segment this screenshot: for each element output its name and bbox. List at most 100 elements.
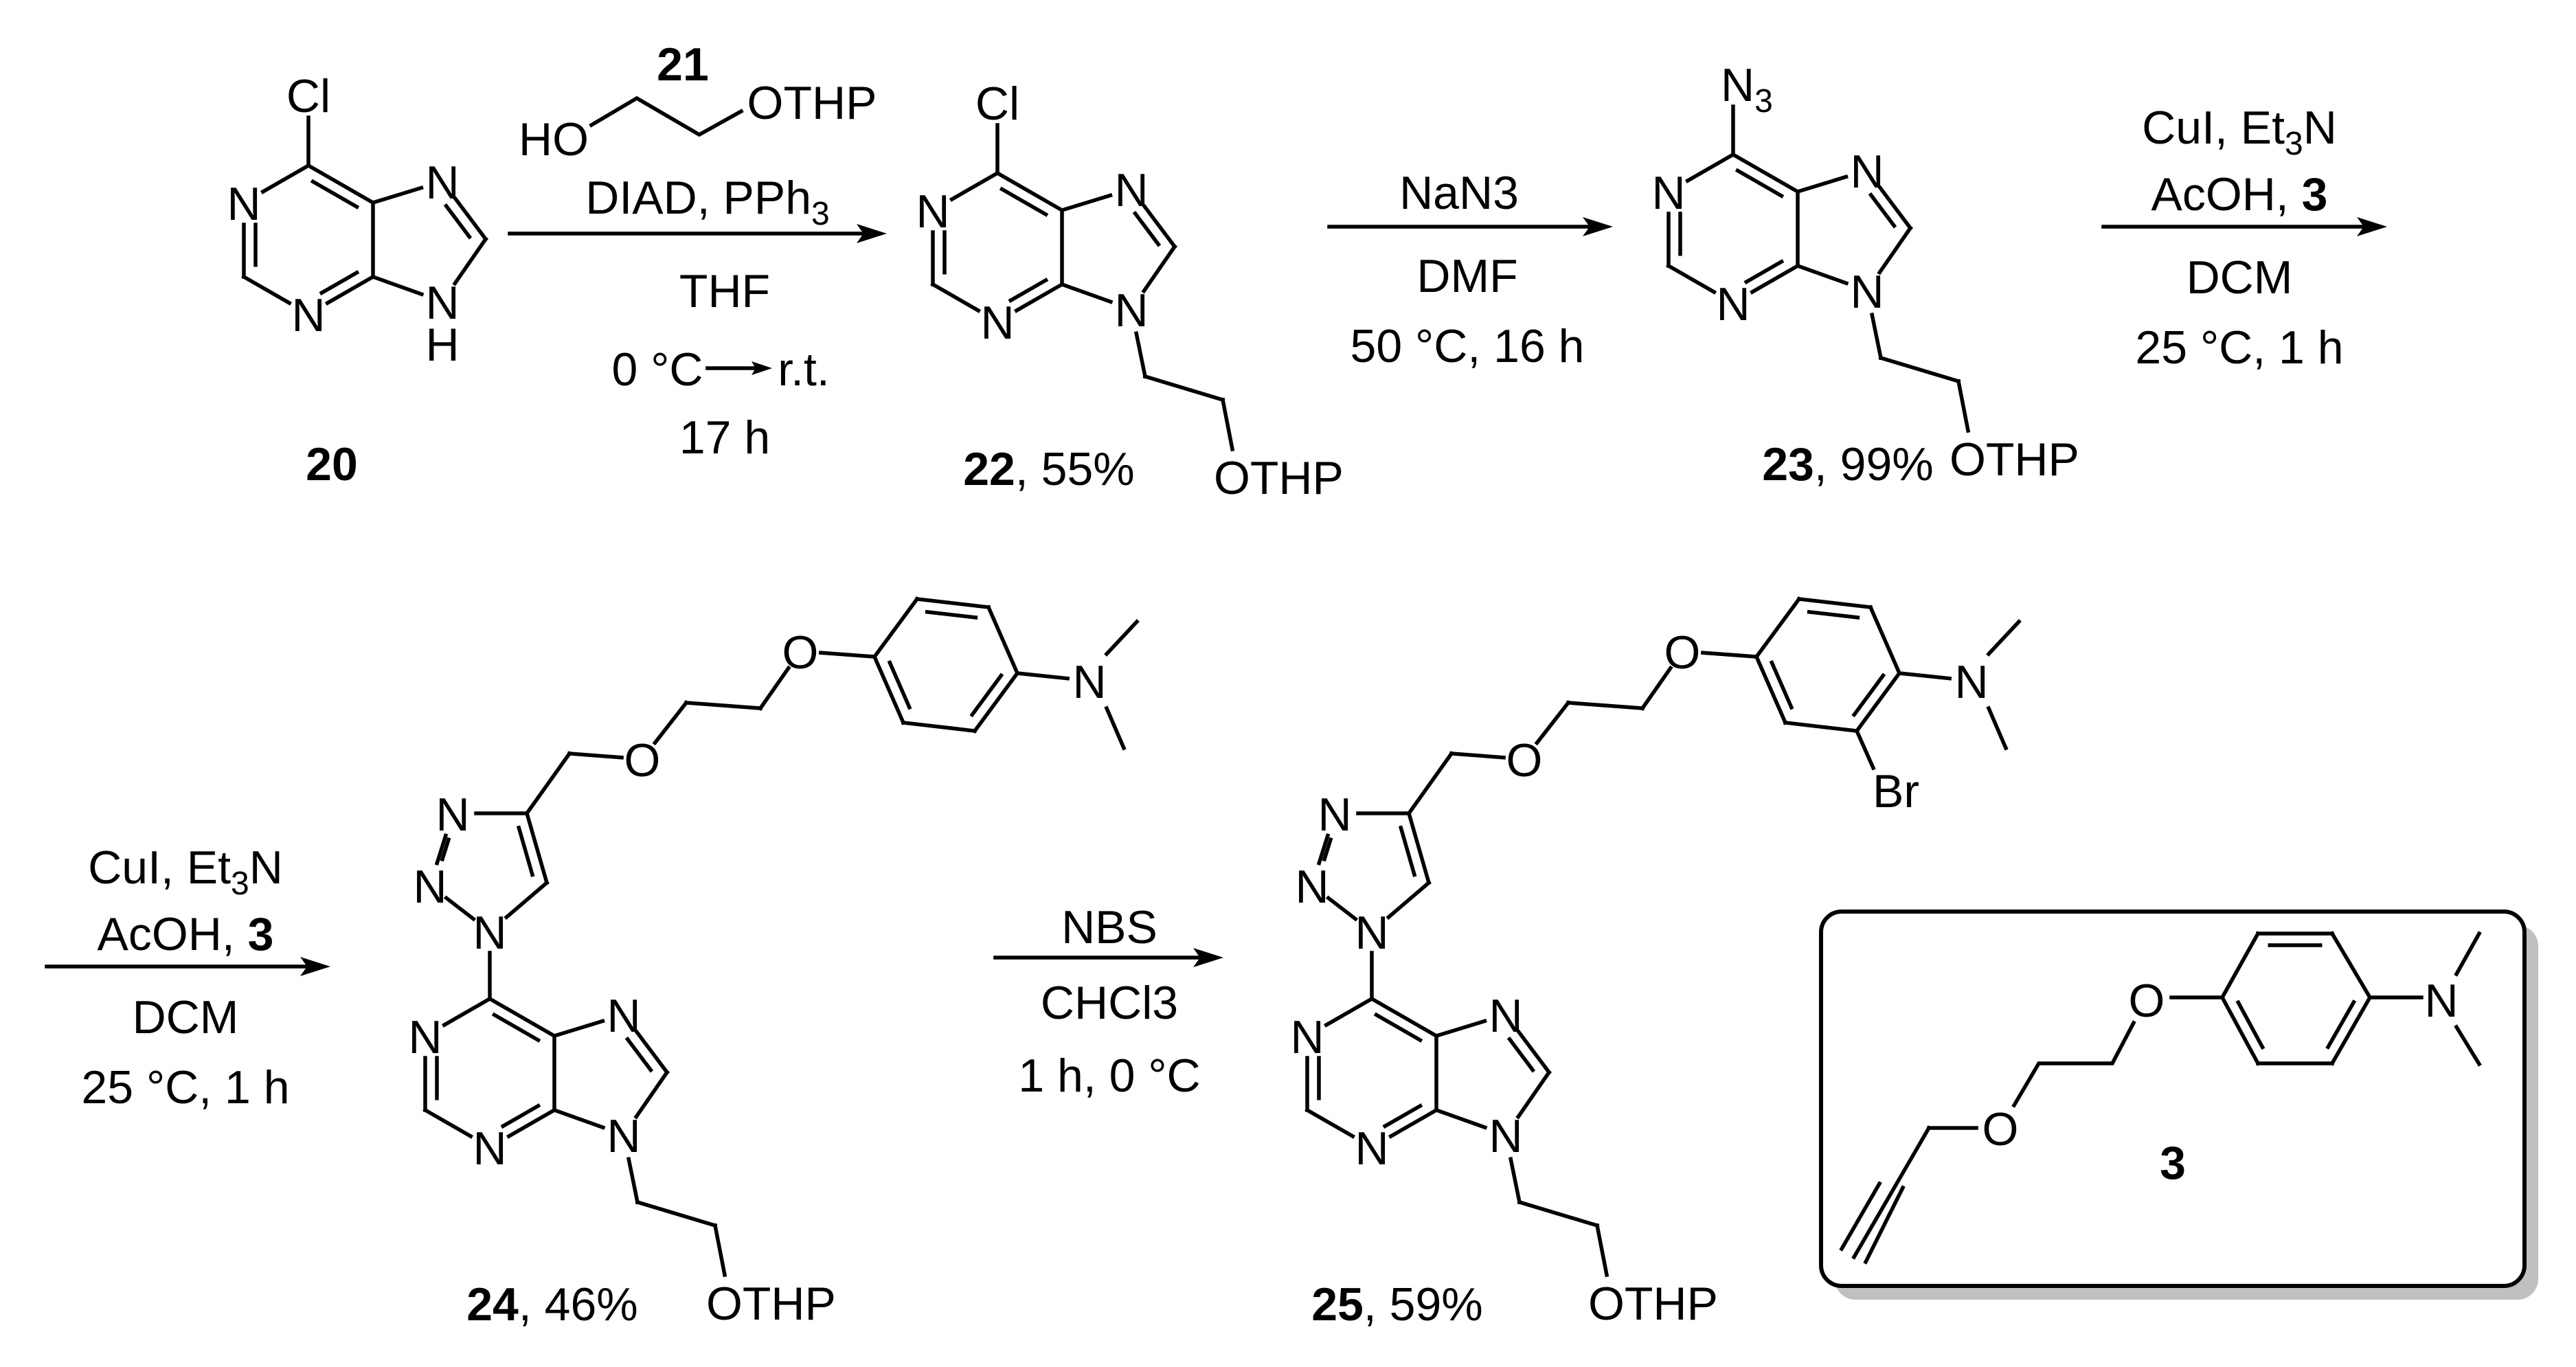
bond-line: [552, 1018, 605, 1039]
bond-line: [1323, 996, 1375, 1028]
ether-oxygen-label: O: [1664, 626, 1701, 679]
bond-line: [1013, 282, 1065, 313]
bond-line: [1795, 263, 1849, 286]
atom-label-n1: N: [916, 185, 949, 238]
atom-label-n3: N: [980, 297, 1014, 349]
bond-line: [652, 700, 689, 746]
bond-line: [1449, 752, 1506, 760]
chain-bond: [1220, 397, 1235, 452]
step3-solvent: DCM: [2187, 251, 2293, 304]
double-bond-inner-line: [969, 673, 1004, 718]
chain-bond: [1878, 355, 1961, 384]
bond-line: [1434, 1107, 1488, 1130]
bond-line: [567, 752, 624, 760]
ethylene-bond: [684, 701, 762, 710]
bond-line: [1325, 895, 1359, 922]
bond-line: [1640, 665, 1673, 711]
reaction-arrow-step5: [993, 948, 1223, 967]
double-bond-inner-line: [1807, 609, 1860, 620]
hydroxy-label: HO: [519, 113, 589, 166]
bond-line: [260, 163, 311, 194]
bond-line: [949, 170, 1000, 202]
bond-line: [2219, 995, 2261, 1066]
arrow-head: [857, 224, 887, 243]
compound-yield: , 55%: [1015, 443, 1135, 495]
bond-line: [901, 720, 978, 734]
double-bond-inner-line: [2235, 999, 2266, 1050]
n2-n3-double-bond: [434, 833, 449, 866]
bond-line: [1015, 670, 1070, 681]
bond-line: [1388, 1107, 1439, 1139]
methylene-bond: [1406, 751, 1454, 816]
double-bond-inner-line: [1373, 1012, 1423, 1043]
bond-line: [324, 274, 376, 306]
bond-line: [634, 1029, 670, 1075]
step2-conditions: 50 °C, 16 h: [1351, 320, 1585, 372]
bond-line: [1406, 811, 1432, 885]
arrow-head: [1193, 948, 1223, 967]
atom-label-n1: N: [408, 1011, 442, 1063]
bond-line: [1059, 192, 1113, 213]
bond-line: [452, 236, 488, 286]
double-bond-inner-line: [443, 203, 473, 240]
bond-line: [1142, 203, 1177, 249]
triazole-n3-label: N: [436, 789, 469, 841]
bond-line: [1516, 1029, 1552, 1075]
n9-chain-bond: [1869, 313, 1884, 361]
bromo-bond: [1854, 728, 1876, 771]
bond-line: [914, 596, 991, 610]
dimethylamino-n-label: N: [2424, 975, 2458, 1027]
ethylene-chain: [2011, 1020, 2136, 1108]
bond-line: [1666, 263, 1717, 295]
bond-line: [1684, 152, 1736, 183]
bond-line: [1700, 651, 1759, 659]
bond-line: [487, 996, 557, 1039]
bond-line: [504, 880, 550, 920]
step1-solvent: THF: [679, 265, 770, 317]
bond-line: [1868, 605, 1902, 676]
atom-label-n9: N: [607, 1110, 640, 1162]
step4-reagents: CuI, Et3N: [88, 841, 283, 902]
bond-line: [818, 651, 877, 659]
double-bond-inner-line: [516, 825, 535, 877]
ethylene-bond: [1566, 701, 1645, 710]
bond-line: [524, 811, 550, 885]
bond-line: [422, 1107, 474, 1139]
step1-temp-arrow-head: [752, 361, 772, 375]
step4-solvent: DCM: [133, 991, 239, 1043]
step4-conditions: 25 °C, 1 h: [81, 1061, 289, 1114]
methyl-bond: [1986, 705, 2009, 751]
atom-label-n7: N: [607, 990, 640, 1042]
compound-3-number: 3: [2160, 1137, 2186, 1189]
atom-label-n1: N: [1290, 1011, 1324, 1063]
methylene-bond: [524, 751, 572, 816]
othp-group-label: OTHP: [1588, 1278, 1718, 1330]
atom-label-n1: N: [227, 178, 260, 230]
atom-label-n1: N: [1651, 167, 1685, 219]
compound-23-label: 23, 99%: [1762, 438, 1934, 490]
bond-line: [1754, 596, 1802, 659]
step2-reagent: NaN3: [1399, 167, 1519, 219]
bond-line: [241, 274, 293, 306]
methyl-bond: [1104, 705, 1127, 751]
arrow-head: [300, 957, 330, 976]
atom-label-n3: N: [1355, 1122, 1388, 1175]
double-bond-inner-line: [310, 179, 360, 210]
compound-ref: 3: [248, 908, 274, 960]
double-bond-inner-line: [624, 1036, 654, 1073]
bond-line: [1795, 174, 1849, 194]
bond-line: [1304, 1107, 1356, 1139]
double-bond-inner-line: [491, 1012, 541, 1043]
step5-reagent: NBS: [1061, 901, 1157, 953]
compound-yield: , 46%: [519, 1278, 638, 1331]
double-bond-inner-line: [1132, 210, 1162, 247]
ether-oxygen-label: O: [2129, 975, 2165, 1027]
bond-line: [1369, 996, 1439, 1039]
atom-label-n9: N: [1114, 284, 1148, 337]
bond-line: [1386, 880, 1432, 920]
bond-line: [1854, 670, 1902, 734]
reaction-arrow-step4: [45, 957, 330, 976]
